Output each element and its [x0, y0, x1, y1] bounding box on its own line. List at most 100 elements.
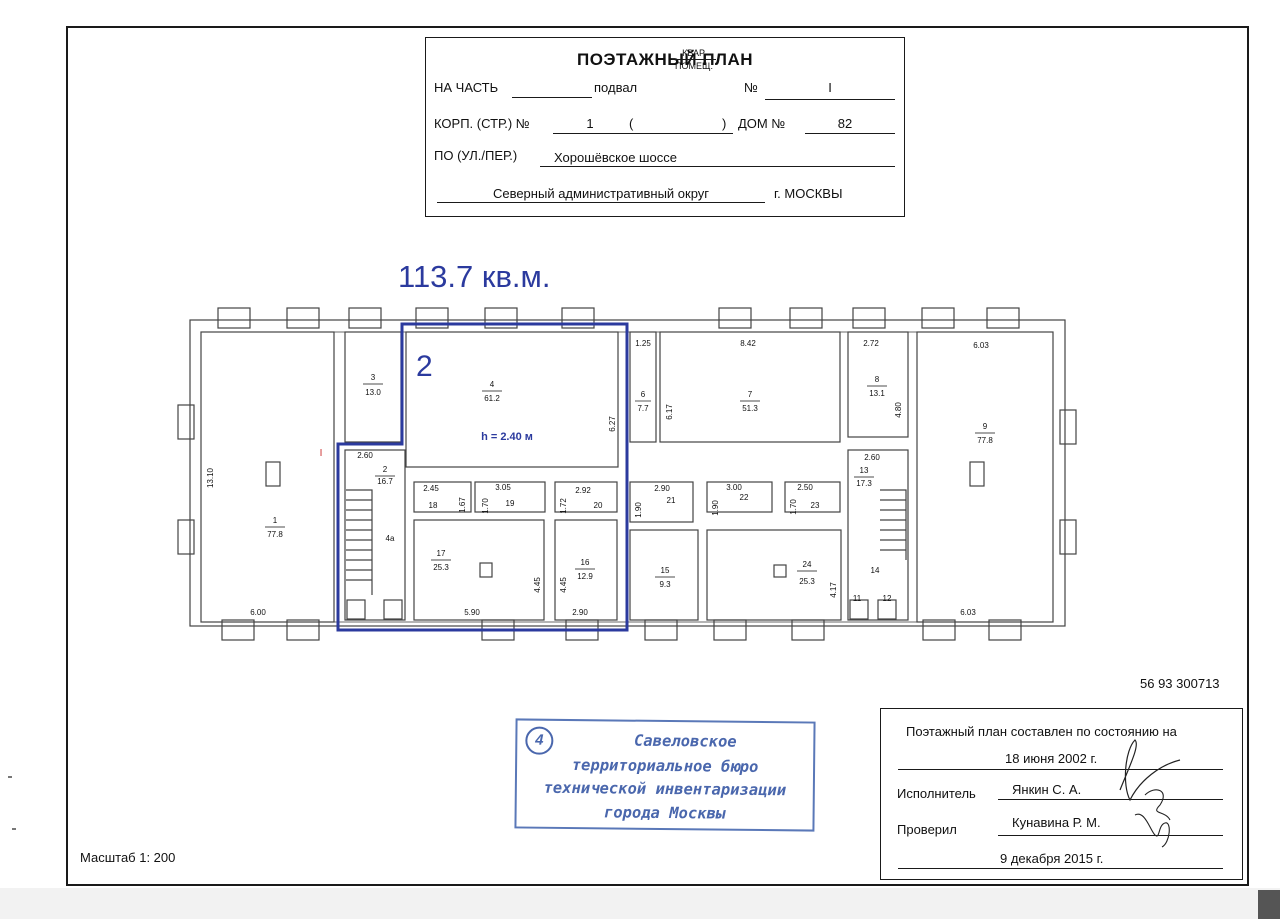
plan-title: ПОЭТАЖНЫЙ ПЛАН	[576, 50, 754, 69]
room-3-area: 13.0	[365, 388, 381, 397]
podval-label: подвал	[594, 80, 638, 95]
room-9-number: 9	[983, 422, 988, 431]
scan-mark	[12, 828, 16, 830]
highlight-area-label: 113.7 кв.м.	[398, 259, 551, 294]
executor-line	[998, 799, 1223, 800]
dim-590: 5.90	[464, 608, 480, 617]
pomesh-label: ПОМЕЩ.	[675, 61, 713, 71]
cert-date2-line	[898, 868, 1223, 869]
room-3-number: 3	[371, 373, 376, 382]
room-14-label: 14	[871, 566, 880, 575]
dim-290-b: 2.90	[654, 484, 670, 493]
room-19-label: 19	[506, 499, 515, 508]
kvar-pomesh-fraction: КВАР. ПОМЕЩ.	[672, 47, 716, 72]
dim-292: 2.92	[575, 486, 591, 495]
dim-125: 1.25	[635, 339, 651, 348]
dim-167: 1.67	[458, 497, 467, 513]
dim-290-a: 2.90	[572, 608, 588, 617]
number-value: I	[828, 80, 832, 95]
room-15-number: 15	[661, 566, 670, 575]
room-22-label: 22	[740, 493, 749, 502]
scale-label: Масштаб 1: 200	[80, 850, 176, 865]
axis-mark-I: I	[320, 448, 323, 459]
room-6-number: 6	[641, 390, 646, 399]
scan-mark	[8, 776, 12, 778]
room-7-number: 7	[748, 390, 753, 399]
dim-272: 2.72	[863, 339, 879, 348]
room-11-label: 11	[853, 594, 862, 603]
dim-445-b: 4.45	[559, 577, 568, 593]
room-24-area: 25.3	[799, 577, 815, 586]
title-block: ПОЭТАЖНЫЙ ПЛАН	[425, 37, 905, 217]
checker-name: Кунавина Р. М.	[1012, 815, 1101, 830]
signatures	[1119, 739, 1181, 848]
na-chast-label: НА ЧАСТЬ	[434, 80, 499, 95]
room-24-number: 24	[803, 560, 812, 569]
dim-260-left: 2.60	[357, 451, 373, 460]
room-8-number: 8	[875, 375, 880, 384]
viewer-bottom-bar	[0, 888, 1280, 919]
dim-260-right: 2.60	[864, 453, 880, 462]
executor-label: Исполнитель	[897, 786, 976, 801]
highlight-unit-number: 2	[416, 350, 433, 383]
dim-627: 6.27	[608, 416, 617, 432]
dim-417: 4.17	[829, 582, 838, 598]
room-8-area: 13.1	[869, 389, 885, 398]
unit-outline	[336, 322, 629, 632]
korp-value: 1	[586, 116, 594, 131]
cert-line-1: Поэтажный план составлен по состоянию на	[906, 724, 1177, 739]
room-7-area: 51.3	[742, 404, 758, 413]
room-4-area: 61.2	[484, 394, 500, 403]
paren-close: )	[722, 116, 727, 131]
korp-line	[553, 133, 733, 134]
room-23-label: 23	[811, 501, 820, 510]
street-value: Хорошёвское шоссе	[554, 150, 677, 165]
dim-190-a: 1.90	[634, 502, 643, 518]
room-13-number: 13	[860, 466, 869, 475]
room-9-area: 77.8	[977, 436, 993, 445]
street-line	[540, 166, 895, 167]
room-1-number: 1	[273, 516, 278, 525]
room-labels: 1 77.8 2 16.7 3 13.0 4 61.2 6 7.7 7 51.3…	[250, 339, 995, 617]
stamp-line-1: Савеловское	[633, 731, 737, 751]
room-16-area: 12.9	[577, 572, 593, 581]
scroll-handle[interactable]	[1258, 890, 1280, 919]
dim-170-a: 1.70	[481, 498, 490, 514]
cert-date2: 9 декабря 2015 г.	[1000, 851, 1104, 866]
dim-617: 6.17	[665, 404, 674, 420]
inventory-code: 56 93 300713	[1140, 676, 1220, 691]
room-1-area: 77.8	[267, 530, 283, 539]
room-21-label: 21	[667, 496, 676, 505]
room-13-area: 17.3	[856, 479, 872, 488]
room-17-area: 25.3	[433, 563, 449, 572]
checker-label: Проверил	[897, 822, 957, 837]
dim-480: 4.80	[894, 402, 903, 418]
dim-245: 2.45	[423, 484, 439, 493]
room-18-label: 18	[429, 501, 438, 510]
stamp-line-4: города Москвы	[603, 803, 726, 823]
dom-line	[805, 133, 895, 134]
room-12-label: 12	[883, 594, 892, 603]
district-value: Северный административный округ	[492, 186, 710, 201]
room-20-label: 20	[594, 501, 603, 510]
room-6-area: 7.7	[637, 404, 649, 413]
stamp-line-2: территориальное бюро	[571, 756, 759, 776]
district-line	[437, 202, 765, 203]
po-label: ПО (УЛ./ПЕР.)	[434, 148, 518, 163]
drawing-sheet	[66, 26, 1249, 886]
room-4a-label: 4а	[386, 534, 395, 543]
room-2-area: 16.7	[377, 477, 393, 486]
ceiling-height: h = 2.40 м	[481, 431, 533, 443]
room-16-number: 16	[581, 558, 590, 567]
dim-300: 3.00	[726, 483, 742, 492]
dim-190-b: 1.90	[711, 500, 720, 516]
paren-open: (	[629, 116, 634, 131]
checker-line	[998, 835, 1223, 836]
dim-1310: 13.10	[206, 467, 215, 488]
dom-value: 82	[837, 116, 853, 131]
certification-box	[880, 708, 1243, 880]
room-15-area: 9.3	[659, 580, 671, 589]
dim-600: 6.00	[250, 608, 266, 617]
executor-name: Янкин С. А.	[1012, 782, 1082, 797]
